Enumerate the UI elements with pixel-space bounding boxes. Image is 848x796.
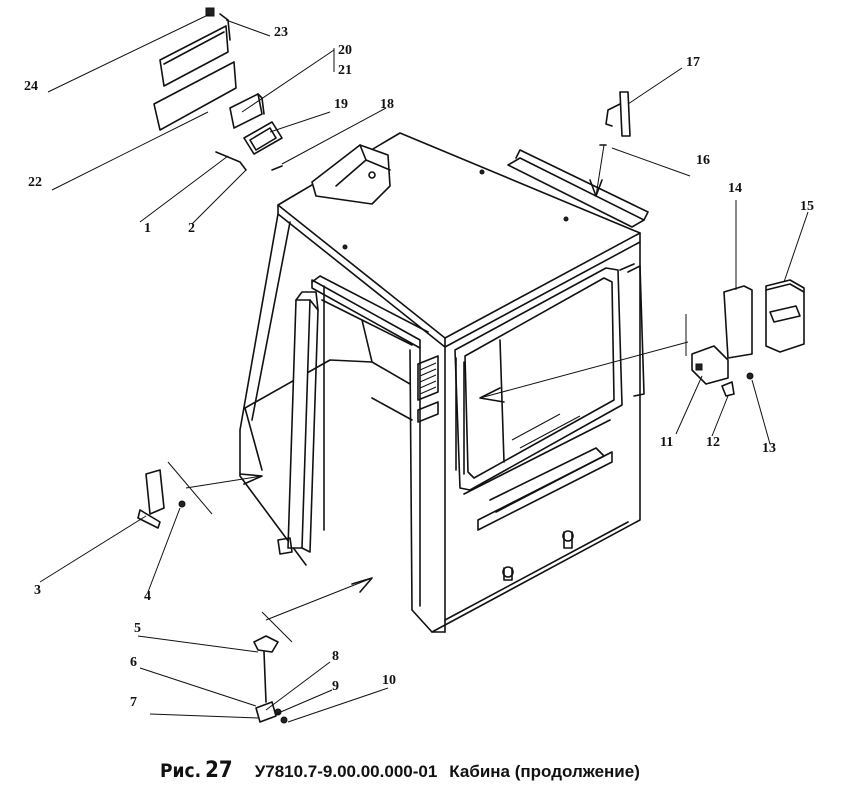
callout-9: 9 [332,679,339,694]
part-18-screw [271,165,283,171]
figure-caption: Рис.27 У7810.7-9.00.00.000-01 Кабина (прод… [160,758,780,783]
figure-label: Рис. [160,760,202,782]
callout-10: 10 [382,673,396,688]
assembly-arrows [167,144,689,643]
callout-6: 6 [130,655,137,670]
leader-lines [39,13,809,723]
callout-3: 3 [34,583,41,598]
callout-23: 23 [274,25,288,40]
bottom-lamp-assembly [253,635,288,724]
side-handrail [455,357,465,475]
part-3-bracket [145,469,165,515]
callout-18: 18 [380,97,394,112]
vent-grille [417,355,439,423]
figure-title: Кабина (продолжение) [449,762,640,781]
callout-22: 22 [28,175,42,190]
cabin-body [239,132,649,633]
side-window [454,267,623,491]
callout-11: 11 [660,435,673,450]
callout-20: 20 [338,43,352,58]
part-14-panel [723,285,753,359]
callout-13: 13 [762,441,776,456]
callout-15: 15 [800,199,814,214]
callout-12: 12 [706,435,720,450]
callout-7: 7 [130,695,137,710]
callout-16: 16 [696,153,710,168]
callout-labels: 24 23 20 21 19 18 22 1 2 17 16 14 15 11 … [24,25,814,710]
figure-number: 27 [205,758,233,783]
callout-17: 17 [686,55,700,70]
callout-2: 2 [188,221,195,236]
drawing-code: У7810.7-9.00.00.000-01 [254,762,438,781]
cabin-roof [277,132,641,339]
part-11-lamp [691,345,729,385]
roof-vent [311,144,391,205]
part-20-21-block [229,93,263,129]
sun-visor-assembly [153,7,237,131]
part-12-bracket [721,381,735,397]
part-1-2-clip [215,151,247,171]
callout-8: 8 [332,649,339,664]
part-17-hook [605,91,631,137]
callout-14: 14 [728,181,742,196]
callout-21: 21 [338,63,352,78]
callout-4: 4 [144,589,151,604]
callout-1: 1 [144,221,151,236]
callout-19: 19 [334,97,348,112]
callout-5: 5 [134,621,141,636]
part-15-housing [765,279,805,353]
callout-24: 24 [24,79,38,94]
